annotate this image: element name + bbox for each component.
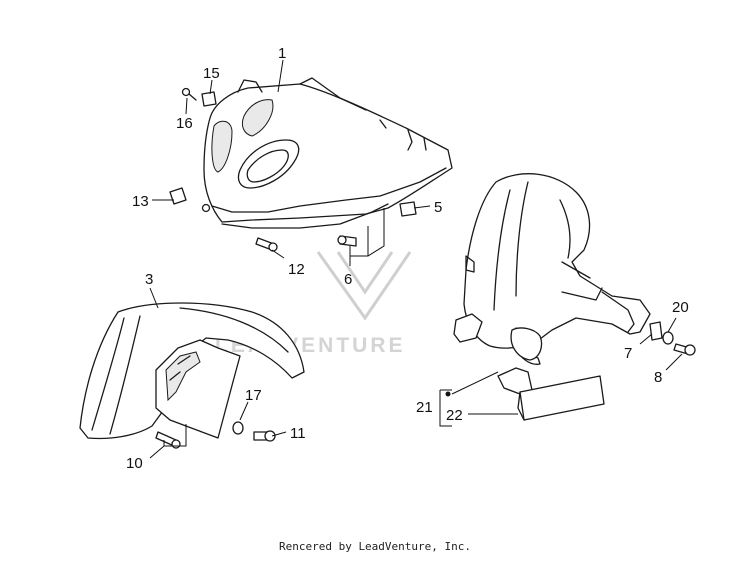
leader-dot-21 xyxy=(445,391,451,397)
hardware-11-screw xyxy=(253,430,276,442)
callout-1: 1 xyxy=(278,45,286,62)
part-22-reflector xyxy=(517,375,605,421)
hardware-12-screw xyxy=(255,237,278,252)
hardware-13-clip xyxy=(169,187,187,205)
callout-16: 16 xyxy=(176,115,193,132)
callout-10: 10 xyxy=(126,455,143,472)
callout-20: 20 xyxy=(672,299,689,316)
hardware-6-screw xyxy=(337,235,357,247)
callout-3: 3 xyxy=(145,271,153,288)
callout-5: 5 xyxy=(434,199,442,216)
callout-15: 15 xyxy=(203,65,220,82)
hardware-8-screw xyxy=(673,343,696,356)
callout-17: 17 xyxy=(245,387,262,404)
footer-credit: Rencered by LeadVenture, Inc. xyxy=(278,540,472,553)
callout-12: 12 xyxy=(288,261,305,278)
hardware-20-washer xyxy=(662,331,674,345)
callout-7: 7 xyxy=(624,345,632,362)
callout-13: 13 xyxy=(132,193,149,210)
hardware-7-clip xyxy=(649,321,663,341)
callout-21: 21 xyxy=(416,399,433,416)
callout-22: 22 xyxy=(446,407,463,424)
part-1-front-upper-cover xyxy=(203,77,453,229)
callout-8: 8 xyxy=(654,369,662,386)
callout-6: 6 xyxy=(344,271,352,288)
callout-11: 11 xyxy=(290,425,306,442)
hardware-5-clip xyxy=(399,201,417,217)
hardware-17-washer xyxy=(232,421,244,435)
hardware-15-clip xyxy=(201,91,217,107)
part-3-front-fender xyxy=(79,302,305,440)
part-21-rear-fender-assembly xyxy=(453,173,651,395)
hardware-13-screw xyxy=(201,203,211,213)
hardware-16-screw xyxy=(181,87,197,101)
leader-lines xyxy=(149,59,683,459)
callout-labels: 1 15 16 13 5 12 6 3 17 11 10 20 7 8 21 2… xyxy=(126,45,689,472)
